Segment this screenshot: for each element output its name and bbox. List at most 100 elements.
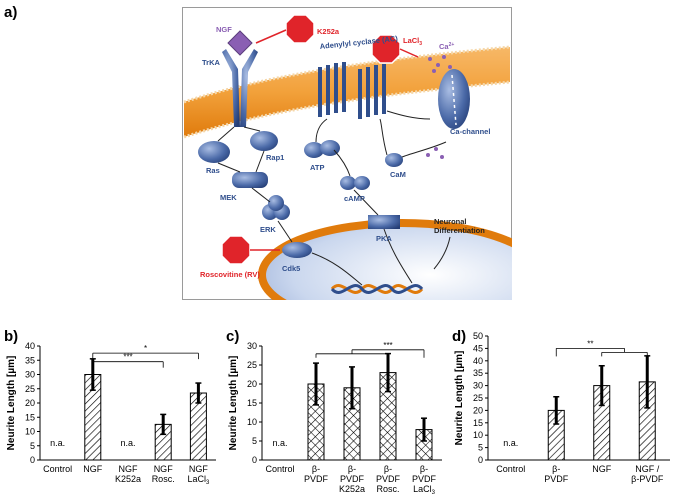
pathway-diagram: NGF K252a TrKA LaCl3 Ca2+ Adenylyl cycla… [182,7,512,300]
y-axis-label: Neurite Length [µm] [454,351,465,446]
rap1-icon [250,131,278,151]
na-label: n.a. [503,438,518,448]
y-tick-label: 40 [25,341,35,351]
y-tick-label: 45 [473,343,483,353]
y-tick-label: 20 [473,405,483,415]
x-tick-label: Control [265,464,294,474]
x-tick-label: K252a [115,474,141,484]
x-tick-label: K252a [339,484,365,494]
na-label: n.a. [50,438,65,448]
trka-label: TrKA [202,58,221,67]
adenylyl-cyclase-icon [318,62,386,119]
significance-label: *** [383,341,392,350]
erk-icon [262,195,290,220]
x-tick-label: β- [420,464,428,474]
y-tick-label: 5 [30,441,35,451]
calcium-ions-icon [426,55,452,159]
panel-a-label: a) [4,4,18,21]
camp-icon [340,176,370,190]
x-tick-label: NGF / [635,464,659,474]
na-label: n.a. [120,438,135,448]
atp-icon [304,140,340,158]
ngf-icon [227,30,253,56]
lacl3-stop-icon [371,34,401,64]
y-tick-label: 10 [473,430,483,440]
y-tick-label: 35 [25,355,35,365]
x-tick-label: β- [312,464,320,474]
y-tick-label: 30 [25,370,35,380]
ngf-label: NGF [216,25,232,34]
neuronal-label: Neuronal [434,217,467,226]
x-tick-label: β- [552,464,560,474]
y-tick-label: 50 [473,331,483,341]
ras-icon [198,141,230,163]
k252a-label: K252a [317,27,340,36]
k252a-stop-icon [285,14,315,44]
cam-label: CaM [390,170,406,179]
ca-channel-icon [438,69,470,129]
ca-label: Ca2+ [439,42,454,51]
y-tick-label: 20 [247,379,257,389]
x-tick-label: PVDF [544,474,569,484]
y-tick-label: 0 [478,455,483,465]
y-tick-label: 0 [30,455,35,465]
y-tick-label: 5 [252,436,257,446]
na-label: n.a. [272,438,287,448]
panel-c-label: c) [226,328,240,345]
mek-icon [232,172,268,188]
x-tick-label: NGF [592,464,612,474]
x-tick-label: NGF [154,464,174,474]
x-tick-label: β- [384,464,392,474]
pka-label: PKA [376,234,392,243]
panel-d-label: d) [452,328,467,345]
y-tick-label: 0 [252,455,257,465]
lacl3-label: LaCl3 [403,36,422,47]
x-tick-label: Control [43,464,72,474]
rap1-label: Rap1 [266,153,284,162]
x-tick-label: NGF [83,464,103,474]
significance-label: ** [587,339,593,348]
pka-icon [368,215,400,229]
x-tick-label: PVDF [376,474,401,484]
y-tick-label: 30 [473,381,483,391]
cdk5-label: Cdk5 [282,264,300,273]
x-tick-label: Rosc. [376,484,399,494]
y-tick-label: 15 [473,418,483,428]
pathway-arrows [217,110,451,286]
roscovitine-label: Roscovitine (RV) [200,270,260,279]
roscovitine-stop-icon [221,235,251,265]
ca-channel-label: Ca-channel [450,127,490,136]
x-tick-label: PVDF [304,474,329,484]
y-tick-label: 35 [473,368,483,378]
mek-label: MEK [220,193,237,202]
x-tick-label: NGF [189,464,209,474]
significance-label: * [144,344,147,353]
y-tick-label: 40 [473,356,483,366]
y-tick-label: 30 [247,341,257,351]
y-axis-label: Neurite Length [µm] [228,356,239,451]
x-tick-label: β- [348,464,356,474]
trka-receptor-icon [222,49,258,127]
y-tick-label: 25 [247,360,257,370]
y-tick-label: 10 [25,427,35,437]
erk-label: ERK [260,225,276,234]
y-tick-label: 5 [478,443,483,453]
nucleus [258,219,512,300]
y-tick-label: 10 [247,417,257,427]
ras-label: Ras [206,166,220,175]
x-tick-label: β-PVDF [631,474,664,484]
y-tick-label: 15 [25,412,35,422]
x-tick-label: PVDF [340,474,365,484]
y-tick-label: 20 [25,398,35,408]
atp-label: ATP [310,163,324,172]
cdk5-icon [282,242,312,258]
panel-b-label: b) [4,328,19,345]
y-tick-label: 25 [473,393,483,403]
x-tick-label: NGF [119,464,139,474]
cam-icon [385,153,403,167]
dna-icon [330,284,424,294]
y-tick-label: 25 [25,384,35,394]
differentiation-label: Differentiation [434,226,485,235]
